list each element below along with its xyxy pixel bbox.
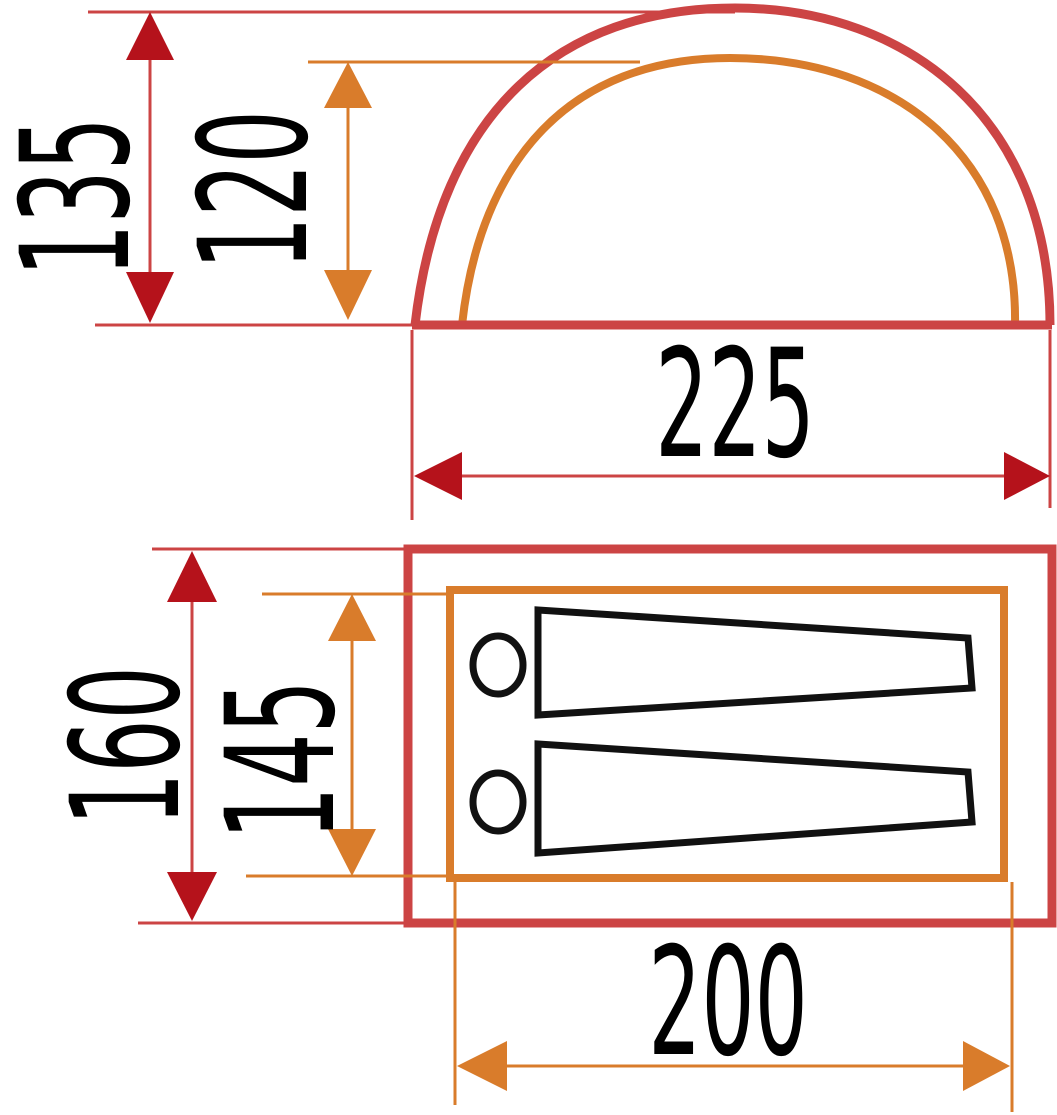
outer-width-arrow-top (167, 551, 217, 602)
length-arrow-left (414, 452, 462, 500)
sleeping-person-2 (469, 740, 976, 857)
top-view: 160 145 200 (40, 544, 1057, 1112)
length-arrow-right (1004, 452, 1050, 500)
outer-dome-outline (410, 3, 1055, 326)
sleeper-1-head (469, 632, 527, 698)
inner-width-label: 145 (195, 680, 369, 840)
side-view: 135 120 225 (0, 3, 1055, 520)
sleeping-person-1 (469, 606, 976, 719)
inner-width-arrow-top (328, 594, 376, 641)
inner-height-arrow-bottom (324, 270, 372, 320)
inner-dome-outline (458, 53, 1020, 326)
inner-length-arrow-left (457, 1041, 507, 1091)
inner-length-label: 200 (648, 916, 808, 1090)
outer-floor-outline (403, 544, 1057, 928)
inner-floor-outline (446, 586, 1008, 882)
inner-width-arrow-bottom (328, 829, 376, 876)
inner-length-arrow-right (963, 1041, 1010, 1091)
inner-height-arrow-top (324, 62, 372, 108)
length-label: 225 (655, 318, 815, 492)
outer-width-arrow-bottom (167, 872, 217, 921)
outer-height-arrow-bottom (126, 272, 174, 323)
sleeper-2-bag (534, 740, 976, 857)
outer-height-label: 135 (0, 117, 164, 277)
outer-height-arrow-top (126, 12, 174, 60)
sleeper-1-bag (534, 606, 976, 719)
outer-width-label: 160 (40, 666, 214, 826)
sleeper-2-head (469, 769, 527, 835)
inner-height-label: 120 (168, 110, 342, 270)
